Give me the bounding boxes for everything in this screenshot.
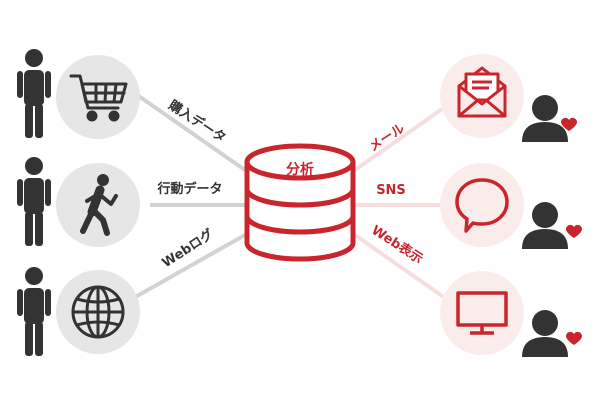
heart-icon-3 (566, 331, 582, 345)
input-label-behavior: 行動データ (156, 181, 222, 197)
person-icon-2 (17, 157, 51, 246)
connector-mail (353, 98, 457, 172)
database-icon (244, 143, 356, 262)
connector-webview (353, 233, 457, 307)
heart-icon-1 (561, 117, 577, 131)
walking-person-icon (80, 174, 118, 236)
envelope-icon (457, 66, 507, 118)
globe-icon (71, 285, 125, 339)
connector-purchase (128, 88, 247, 172)
output-circle-webview (440, 271, 524, 355)
speech-bubble-icon (455, 178, 509, 233)
center-label: 分析 (286, 161, 314, 178)
output-label-sns: SNS (376, 183, 406, 198)
shopping-cart-icon (69, 74, 128, 122)
monitor-icon (456, 291, 508, 335)
output-label-webview: Web表示 (369, 222, 426, 267)
input-circle-purchase (56, 55, 140, 139)
person-icon-1 (17, 49, 51, 138)
customer-avatar-3 (522, 310, 568, 357)
output-circle-sns (440, 163, 524, 247)
connector-lines (128, 88, 457, 307)
person-icon-3 (17, 267, 51, 356)
heart-icon-2 (566, 224, 582, 238)
customer-avatar-2 (522, 202, 568, 249)
customer-avatar-1 (522, 95, 568, 142)
connector-weblog (129, 233, 246, 302)
input-label-weblog: Webログ (159, 226, 216, 271)
